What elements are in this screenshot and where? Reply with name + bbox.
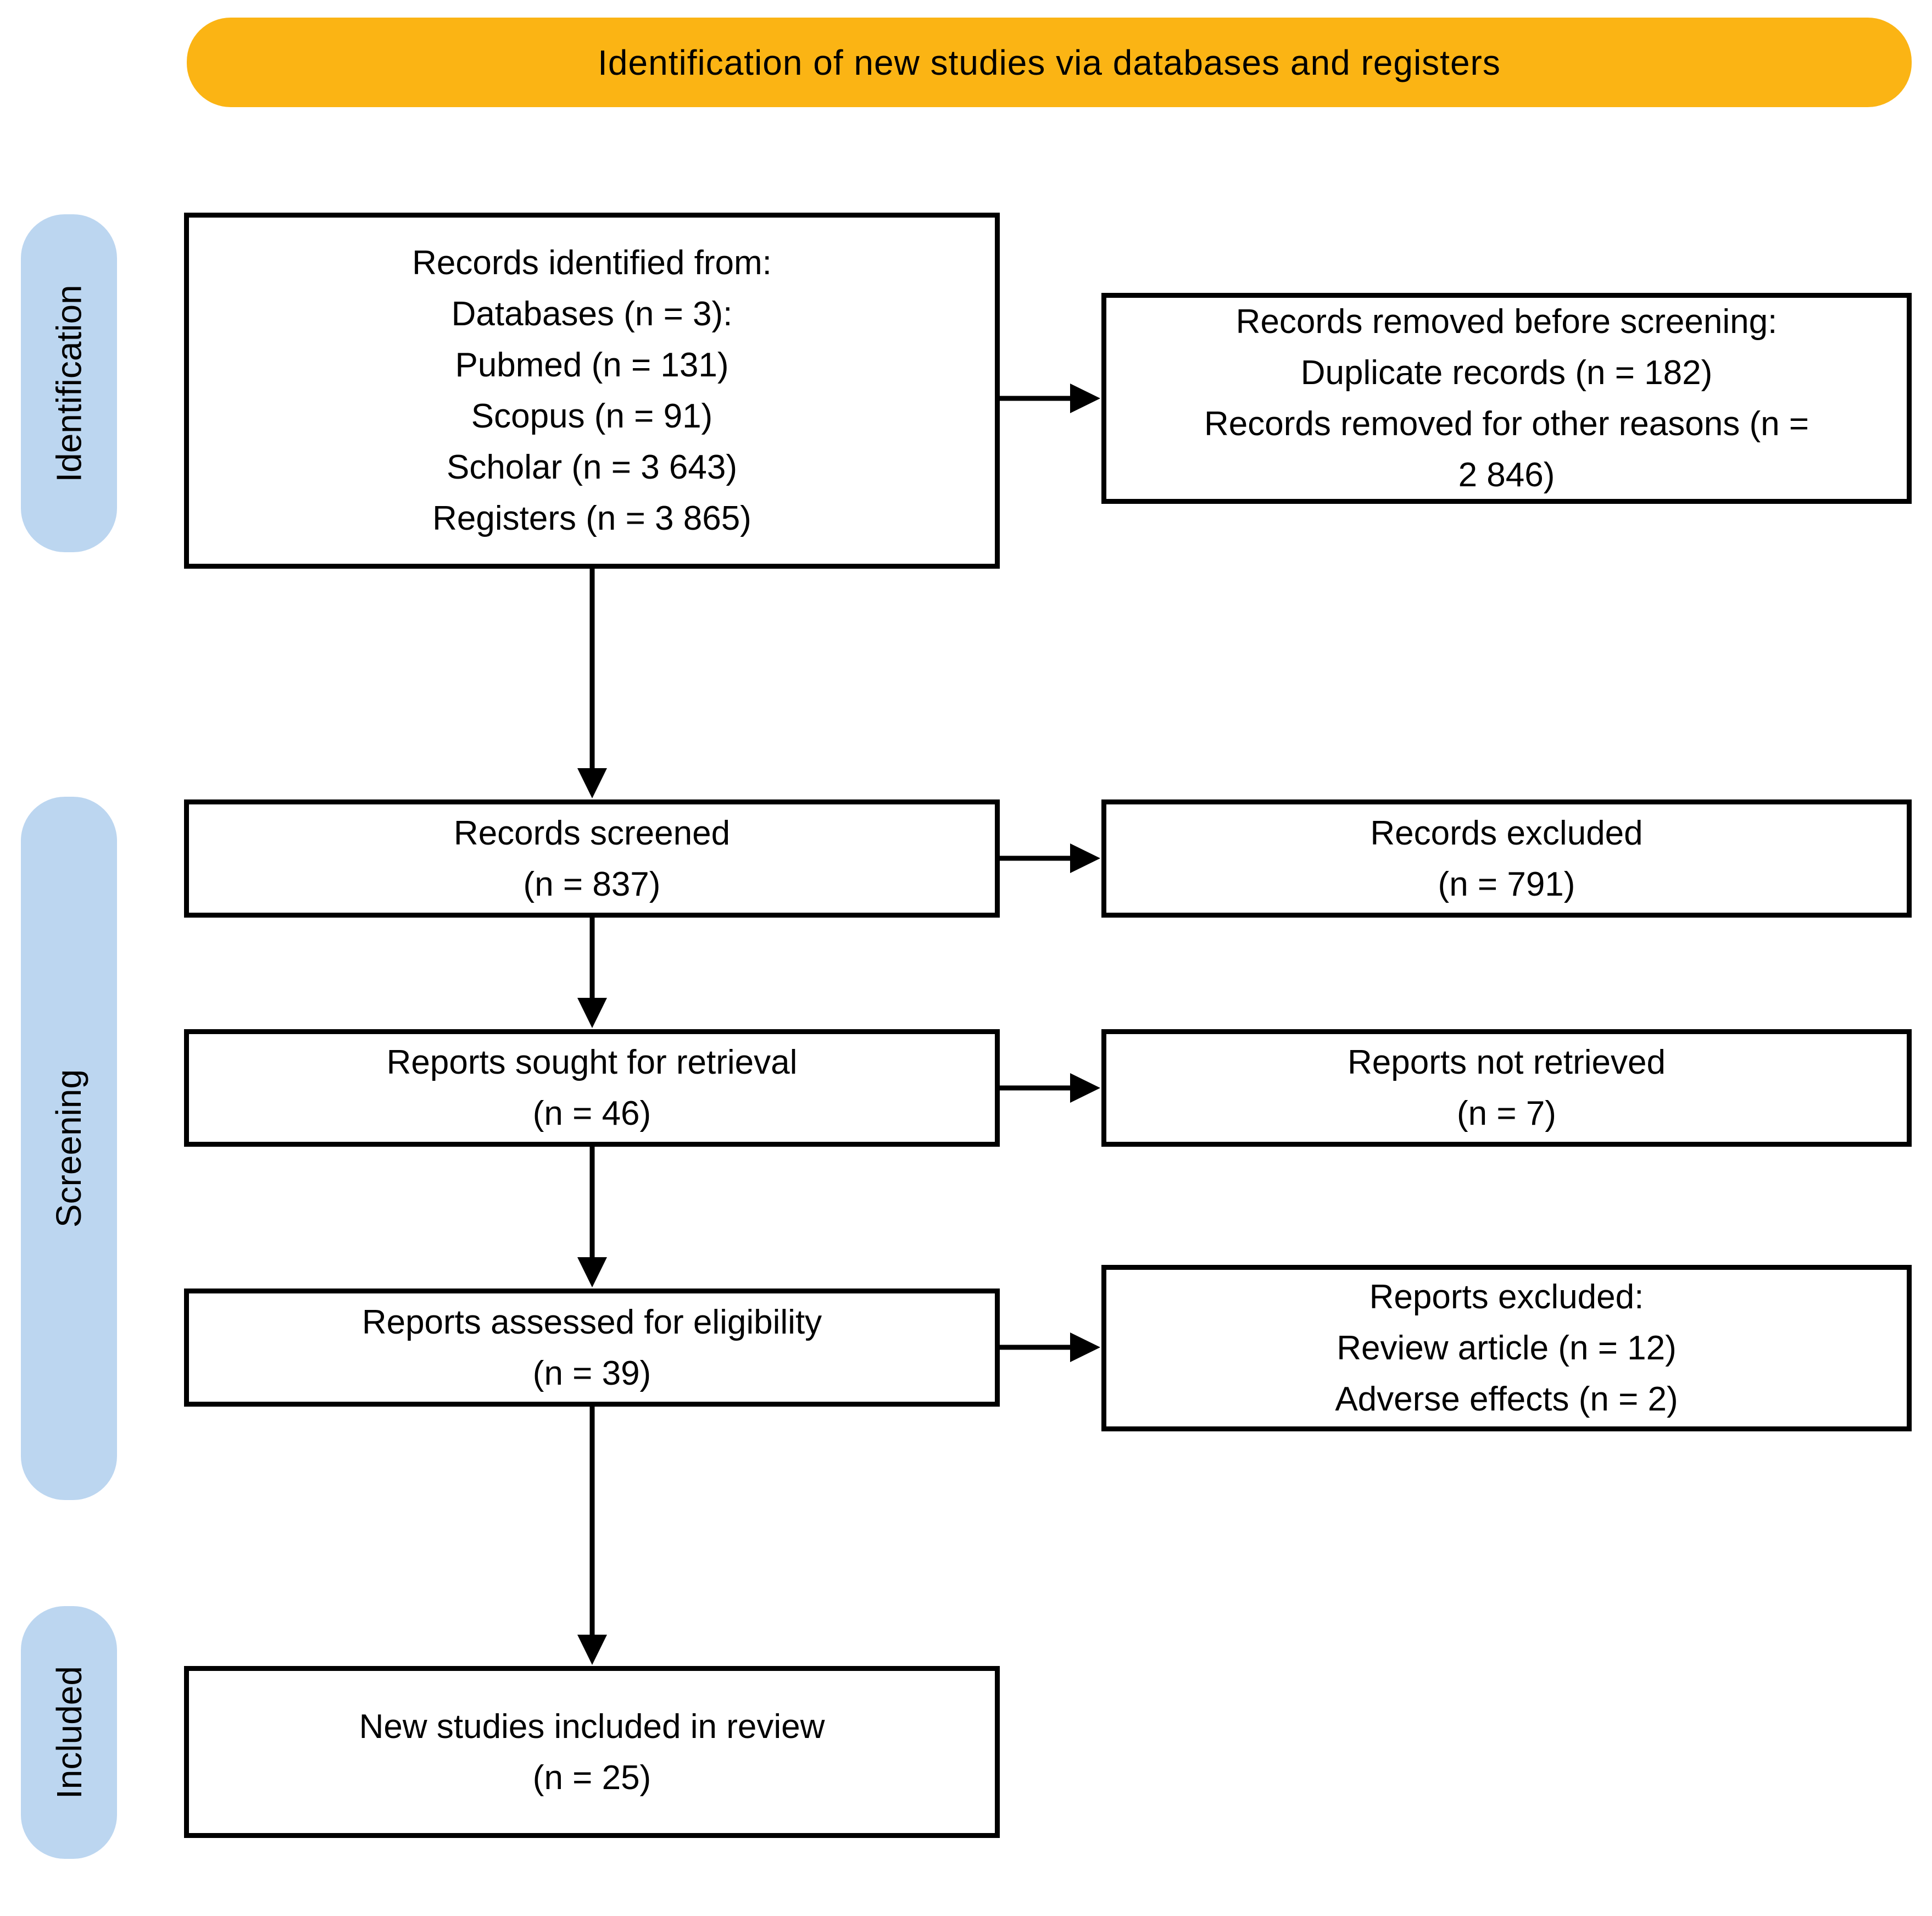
box-records-excluded: Records excluded (n = 791) — [1101, 799, 1912, 918]
stage-rail-screening: Screening — [21, 797, 117, 1500]
arrow-screened-to-excluded — [1000, 843, 1100, 873]
box-reports-sought-text: Reports sought for retrieval (n = 46) — [386, 1043, 798, 1132]
arrow-sought-to-not-retrieved — [1000, 1073, 1100, 1103]
box-reports-excluded: Reports excluded: Review article (n = 12… — [1101, 1265, 1912, 1431]
box-new-studies-included-in-review: New studies included in review (n = 25) — [184, 1666, 1000, 1838]
arrow-sought-to-assessed — [577, 1146, 607, 1287]
box-records-removed-before-screening: Records removed before screening: Duplic… — [1101, 293, 1912, 504]
stage-label-identification: Identification — [49, 284, 89, 482]
banner-identification-via-databases: Identification of new studies via databa… — [187, 18, 1912, 107]
box-reports-sought-for-retrieval: Reports sought for retrieval (n = 46) — [184, 1029, 1000, 1147]
arrow-identified-to-removed — [1000, 384, 1100, 413]
box-records-identified: Records identified from: Databases (n = … — [184, 213, 1000, 569]
box-reports-assessed-for-eligibility: Reports assessed for eligibility (n = 39… — [184, 1289, 1000, 1407]
arrow-assessed-to-reports-excluded — [1000, 1332, 1100, 1362]
stage-rail-included: Included — [21, 1606, 117, 1859]
arrow-screened-to-sought — [577, 917, 607, 1028]
arrow-assessed-to-included — [577, 1406, 607, 1665]
stage-rail-identification: Identification — [21, 214, 117, 552]
box-new-studies-text: New studies included in review (n = 25) — [359, 1707, 825, 1797]
box-records-excluded-text: Records excluded (n = 791) — [1370, 814, 1643, 903]
box-records-screened-text: Records screened (n = 837) — [453, 814, 731, 903]
box-reports-excluded-text: Reports excluded: Review article (n = 12… — [1335, 1278, 1678, 1418]
stage-label-screening: Screening — [49, 1069, 89, 1228]
box-reports-not-retrieved: Reports not retrieved (n = 7) — [1101, 1029, 1912, 1147]
box-reports-assessed-text: Reports assessed for eligibility (n = 39… — [361, 1303, 822, 1392]
box-records-screened: Records screened (n = 837) — [184, 799, 1000, 918]
stage-label-included: Included — [49, 1666, 89, 1799]
box-records-identified-text: Records identified from: Databases (n = … — [412, 244, 772, 537]
box-reports-not-retrieved-text: Reports not retrieved (n = 7) — [1348, 1043, 1666, 1132]
box-records-removed-text: Records removed before screening: Duplic… — [1204, 303, 1809, 494]
arrow-identified-to-screened — [577, 568, 607, 798]
